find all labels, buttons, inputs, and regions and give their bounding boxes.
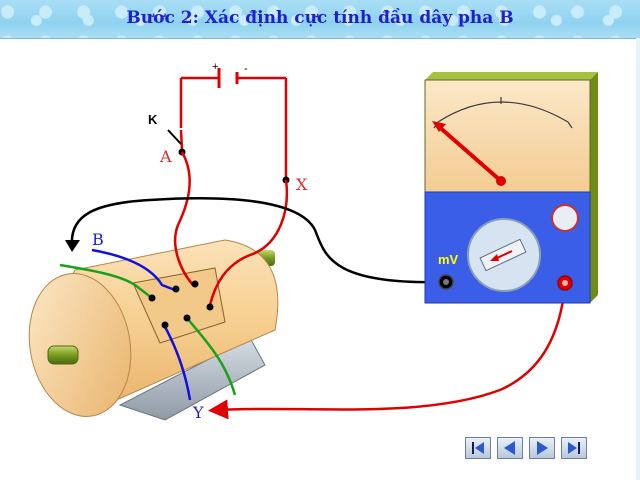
first-slide-button[interactable] — [465, 437, 491, 459]
last-icon — [568, 442, 580, 454]
switch-label: K — [148, 112, 158, 127]
label-y: Y — [192, 403, 204, 422]
meter-needle-tip — [432, 121, 446, 132]
first-icon — [472, 442, 484, 454]
meter-mv-label: mV — [438, 252, 459, 267]
label-b: B — [92, 230, 104, 249]
label-a: A — [159, 147, 172, 166]
slide-title: Bước 2: Xác định cực tính đầu dây pha B — [126, 8, 514, 28]
motor-terminal-2 — [172, 285, 180, 293]
meter-selector-arrow — [490, 254, 499, 261]
meter-tick-right — [567, 121, 573, 129]
switch-k-lever — [167, 129, 182, 145]
wire-a-to-motor — [173, 151, 194, 286]
wire-green-in — [59, 263, 153, 299]
wire-phase-b-in — [91, 248, 176, 292]
wire-red-meter — [208, 286, 567, 420]
title-bar: Bước 2: Xác định cực tính đầu dây pha B — [0, 0, 640, 39]
motor-terminal-4 — [161, 321, 169, 329]
meter-needle-pivot — [496, 176, 506, 186]
motor-terminal-5 — [183, 314, 191, 322]
battery-plus-label: + — [212, 61, 218, 73]
wire-phase-b-out — [162, 324, 192, 401]
meter-side — [590, 72, 598, 303]
meter-needle — [435, 123, 503, 183]
wire-x-to-motor — [208, 179, 289, 306]
wire-black-mv — [70, 197, 446, 284]
last-slide-button[interactable] — [561, 437, 587, 459]
next-icon — [537, 441, 548, 455]
wire-green-out — [186, 317, 237, 396]
motor — [28, 239, 279, 421]
motor-terminal-3 — [191, 280, 199, 288]
switch-k — [179, 129, 184, 151]
motor-terminal-6 — [206, 303, 214, 311]
millivoltmeter: mV — [424, 72, 598, 304]
next-slide-button[interactable] — [529, 437, 555, 459]
battery: + - — [181, 61, 286, 88]
meter-terminal-positive-hole — [562, 280, 568, 286]
arrow-black — [65, 240, 80, 252]
motor-front-shaft — [47, 345, 79, 365]
label-x: X — [296, 175, 308, 194]
previous-icon — [504, 441, 515, 455]
meter-terminal-mv-hole — [443, 279, 449, 285]
battery-minus-label: - — [244, 63, 248, 75]
terminal-box — [132, 267, 226, 344]
motor-terminal-1 — [148, 294, 156, 302]
meter-zero-adjust[interactable] — [551, 204, 579, 232]
previous-slide-button[interactable] — [497, 437, 523, 459]
meter-top-edge — [425, 72, 598, 80]
frame-edge — [636, 38, 640, 480]
motor-front-end — [28, 273, 132, 417]
